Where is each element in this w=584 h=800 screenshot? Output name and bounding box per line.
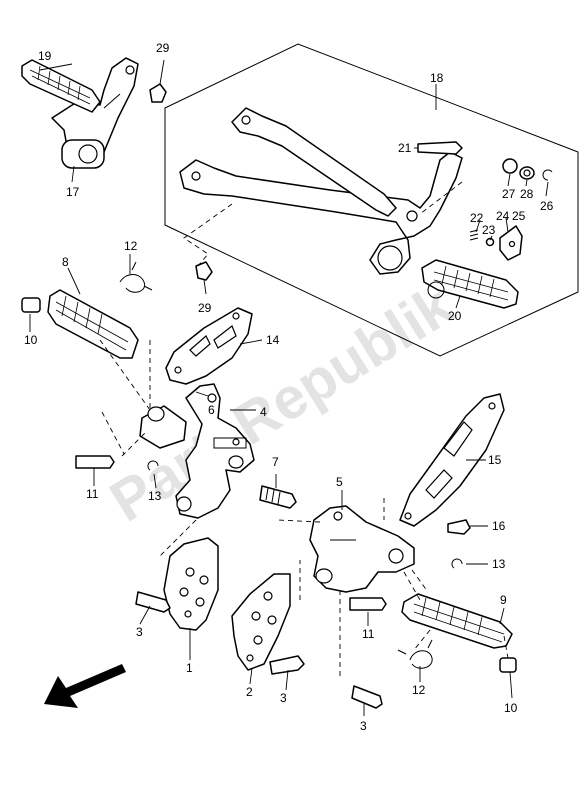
- heel-guard-1: [163, 537, 219, 631]
- callout-3-bottom: 3: [360, 719, 367, 733]
- washer-28: [519, 166, 535, 180]
- heel-guard-2: [231, 573, 291, 671]
- callout-26: 26: [540, 199, 554, 213]
- callout-3-left: 3: [136, 625, 143, 639]
- callout-11-left: 11: [86, 487, 99, 501]
- clip-13-right: [451, 558, 463, 569]
- callout-13-left: 13: [148, 489, 162, 503]
- footrest-8: [21, 289, 139, 359]
- passenger-bracket-18: [179, 107, 463, 275]
- passenger-footrest-bracket-left: [51, 57, 139, 169]
- spring-22: [469, 229, 479, 241]
- footrest-9: [401, 593, 513, 649]
- bolt-29-mid: [195, 261, 213, 281]
- callout-22: 22: [470, 211, 484, 225]
- callout-10-right: 10: [504, 701, 518, 715]
- callout-16: 16: [492, 519, 506, 533]
- passenger-footrest-20: [421, 259, 519, 309]
- pin-11-left: [75, 455, 115, 469]
- callout-25: 25: [512, 209, 526, 223]
- bolt-29-top: [149, 83, 167, 103]
- callout-29-top: 29: [156, 41, 170, 55]
- callout-labels: 19 29 18 17 21 27 28 26 22 24 25 23 12 8…: [24, 41, 554, 733]
- footrest-plate-15: [399, 393, 505, 527]
- spring-12-right: [397, 639, 433, 669]
- spring-12-left: [119, 261, 153, 293]
- bolt-3-bottom: [351, 685, 383, 709]
- callout-14: 14: [266, 333, 280, 347]
- callout-5: 5: [336, 475, 343, 489]
- callout-6: 6: [208, 403, 215, 417]
- washer-27: [502, 158, 518, 174]
- ball-23: [485, 237, 495, 247]
- callout-13-right: 13: [492, 557, 506, 571]
- callout-20: 20: [448, 309, 462, 323]
- callout-4: 4: [260, 405, 267, 419]
- callout-27: 27: [502, 187, 516, 201]
- clip-26: [542, 169, 553, 181]
- passenger-footrest-19: [21, 59, 101, 113]
- callout-28: 28: [520, 187, 534, 201]
- callout-7: 7: [272, 455, 279, 469]
- bolt-3-left: [135, 591, 171, 613]
- callout-21: 21: [398, 141, 412, 155]
- pin-11-right: [349, 597, 387, 611]
- assembly-box: [164, 43, 579, 357]
- callout-11-right: 11: [362, 627, 375, 641]
- clip-13-left: [147, 460, 159, 471]
- callout-12-right: 12: [412, 683, 426, 697]
- callout-17: 17: [66, 185, 80, 199]
- callout-24: 24: [496, 209, 510, 223]
- callout-23: 23: [482, 223, 496, 237]
- bolt-16: [447, 519, 471, 535]
- callout-2: 2: [246, 685, 253, 699]
- footrest-plate-14: [165, 307, 253, 385]
- bracket-left: [139, 383, 255, 519]
- callout-9: 9: [500, 593, 507, 607]
- plate-24-25: [499, 225, 523, 261]
- callout-19: 19: [38, 49, 52, 63]
- arrow-front-icon: [44, 664, 126, 708]
- callout-29-mid: 29: [198, 301, 212, 315]
- callout-8: 8: [62, 255, 69, 269]
- leader-lines: [29, 59, 549, 716]
- callout-18: 18: [430, 71, 444, 85]
- bolt-3-middle: [269, 655, 305, 675]
- callout-12-left: 12: [124, 239, 138, 253]
- bolt-7: [259, 485, 297, 509]
- cap-10-right: [499, 657, 517, 673]
- callout-1: 1: [186, 661, 193, 675]
- bracket-right: [309, 505, 415, 593]
- callout-15: 15: [488, 453, 502, 467]
- callout-3-middle: 3: [280, 691, 287, 705]
- callout-10-left: 10: [24, 333, 38, 347]
- pin-21: [417, 141, 463, 155]
